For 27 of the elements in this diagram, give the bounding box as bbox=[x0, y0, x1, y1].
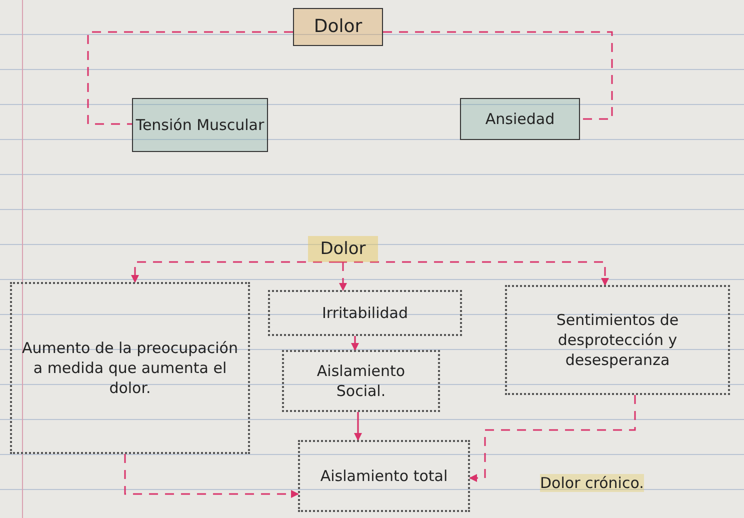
arrow bbox=[354, 412, 362, 441]
node-text: Aumento de la preocupación a medida que aumenta el dolor. bbox=[22, 338, 238, 398]
arrow bbox=[337, 261, 609, 286]
arrow bbox=[469, 395, 636, 482]
concept-box bbox=[460, 98, 580, 140]
arrow bbox=[124, 454, 299, 498]
node-text: Irritabilidad bbox=[322, 302, 408, 324]
node-text: Aislamiento Social. bbox=[316, 360, 406, 402]
note-box bbox=[298, 440, 470, 512]
node-text: Dolor bbox=[314, 14, 362, 39]
note-box bbox=[505, 285, 730, 395]
connector-line bbox=[383, 31, 613, 120]
concept-box bbox=[293, 8, 383, 46]
node-text: Ansiedad bbox=[485, 108, 555, 130]
note-text: Dolor crónico. bbox=[540, 474, 644, 492]
arrow bbox=[351, 336, 359, 351]
heading: Dolor bbox=[308, 236, 378, 262]
arrow bbox=[339, 262, 347, 291]
node-text: Sentimientos de desprotección y desesperanza bbox=[555, 310, 680, 370]
node-text: Aislamiento total bbox=[320, 466, 448, 486]
note-box bbox=[268, 290, 462, 336]
note-box bbox=[282, 350, 440, 412]
concept-box bbox=[132, 98, 268, 152]
connector-line bbox=[87, 31, 293, 125]
note-box bbox=[10, 282, 250, 454]
arrow bbox=[131, 261, 339, 283]
node-text: Tensión Muscular bbox=[136, 114, 264, 136]
